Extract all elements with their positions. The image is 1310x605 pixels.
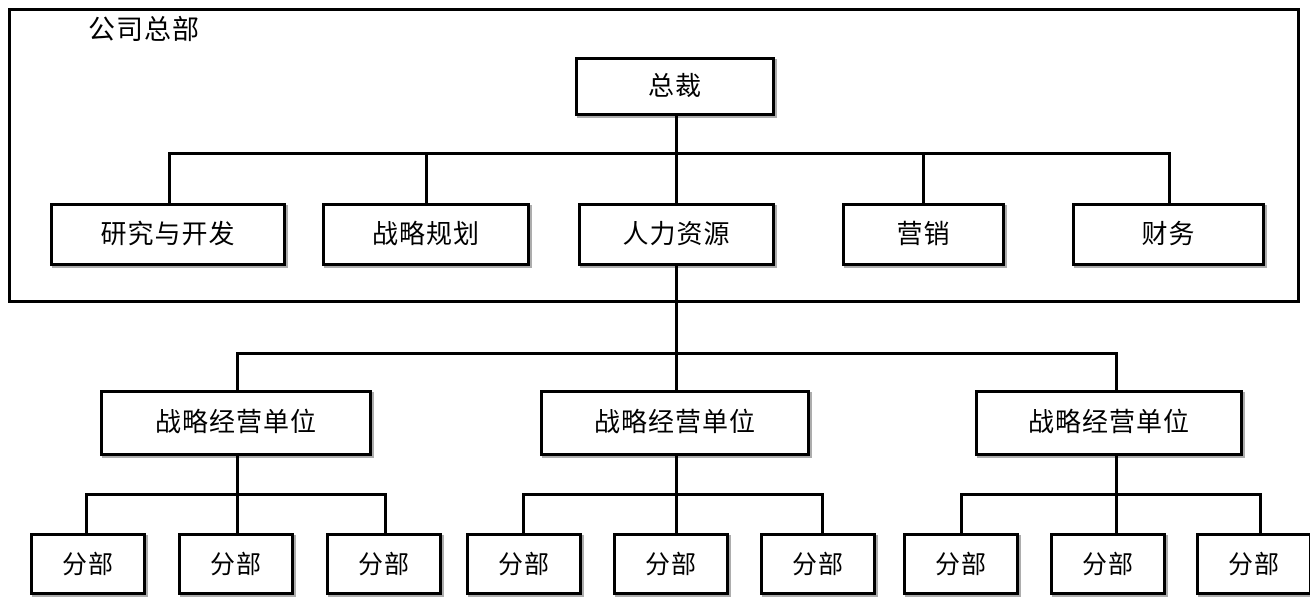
node-sbu-2[interactable]: 战略经营单位 (540, 390, 810, 456)
node-division-3-2-label: 分部 (1081, 549, 1134, 579)
node-division-2-3-label: 分部 (791, 549, 844, 579)
node-division-1-2-label: 分部 (209, 549, 262, 579)
node-division-1-3-label: 分部 (357, 549, 410, 579)
node-division-1-1-label: 分部 (61, 549, 114, 579)
connector-drop-division-2-1 (522, 493, 525, 533)
node-department-rd[interactable]: 研究与开发 (50, 203, 286, 266)
node-division-3-3-label: 分部 (1227, 549, 1280, 579)
node-department-marketing[interactable]: 营销 (842, 203, 1005, 266)
connector-drop-strategy (425, 152, 428, 204)
connector-drop-division-3-2 (1115, 493, 1118, 533)
node-department-finance-label: 财务 (1141, 219, 1196, 250)
node-division-2-3[interactable]: 分部 (760, 533, 876, 595)
connector-drop-division-2-2 (675, 493, 678, 533)
connector-drop-rd (168, 152, 171, 204)
connector-department-bus (168, 152, 1171, 155)
node-department-marketing-label: 营销 (896, 219, 951, 250)
node-division-2-1-label: 分部 (497, 549, 550, 579)
connector-sbu-1-trunk (236, 456, 239, 495)
connector-drop-division-2-3 (821, 493, 824, 533)
node-department-human-resources[interactable]: 人力资源 (578, 203, 775, 266)
node-division-2-2[interactable]: 分部 (613, 533, 729, 595)
connector-division-bus-3 (960, 493, 1262, 496)
node-department-rd-label: 研究与开发 (100, 219, 236, 250)
node-department-strategic-planning[interactable]: 战略规划 (322, 203, 530, 266)
node-department-human-resources-label: 人力资源 (622, 219, 731, 250)
connector-hq-to-sbu-trunk (675, 266, 678, 355)
node-division-3-1[interactable]: 分部 (903, 533, 1019, 595)
node-division-1-2[interactable]: 分部 (178, 533, 294, 595)
connector-sbu-3-trunk (1115, 456, 1118, 495)
connector-drop-division-1-2 (236, 493, 239, 533)
connector-drop-hr (675, 152, 678, 204)
node-division-3-3[interactable]: 分部 (1196, 533, 1310, 595)
connector-drop-sbu-1 (236, 352, 239, 391)
connector-drop-division-3-1 (960, 493, 963, 533)
headquarters-frame (8, 8, 1300, 303)
node-president[interactable]: 总裁 (575, 57, 775, 116)
node-department-strategic-planning-label: 战略规划 (371, 219, 480, 250)
node-sbu-2-label: 战略经营单位 (593, 408, 756, 438)
node-division-1-1[interactable]: 分部 (30, 533, 146, 595)
node-sbu-1[interactable]: 战略经营单位 (100, 390, 372, 456)
node-sbu-3-label: 战略经营单位 (1027, 408, 1190, 438)
connector-drop-marketing (922, 152, 925, 204)
node-division-1-3[interactable]: 分部 (326, 533, 442, 595)
node-division-2-2-label: 分部 (644, 549, 697, 579)
connector-drop-finance (1168, 152, 1171, 204)
node-division-3-1-label: 分部 (934, 549, 987, 579)
connector-sbu-2-trunk (675, 456, 678, 495)
node-division-3-2[interactable]: 分部 (1050, 533, 1166, 595)
node-sbu-1-label: 战略经营单位 (154, 408, 317, 438)
connector-drop-sbu-2 (675, 352, 678, 391)
connector-drop-division-1-3 (384, 493, 387, 533)
headquarters-title: 公司总部 (88, 15, 200, 46)
connector-president-trunk (675, 116, 678, 154)
node-department-finance[interactable]: 财务 (1072, 203, 1265, 266)
node-sbu-3[interactable]: 战略经营单位 (975, 390, 1243, 456)
node-president-label: 总裁 (647, 71, 702, 102)
connector-drop-division-3-3 (1259, 493, 1262, 533)
connector-division-bus-2 (522, 493, 824, 496)
node-division-2-1[interactable]: 分部 (466, 533, 582, 595)
connector-drop-division-1-1 (85, 493, 88, 533)
connector-drop-sbu-3 (1115, 352, 1118, 391)
